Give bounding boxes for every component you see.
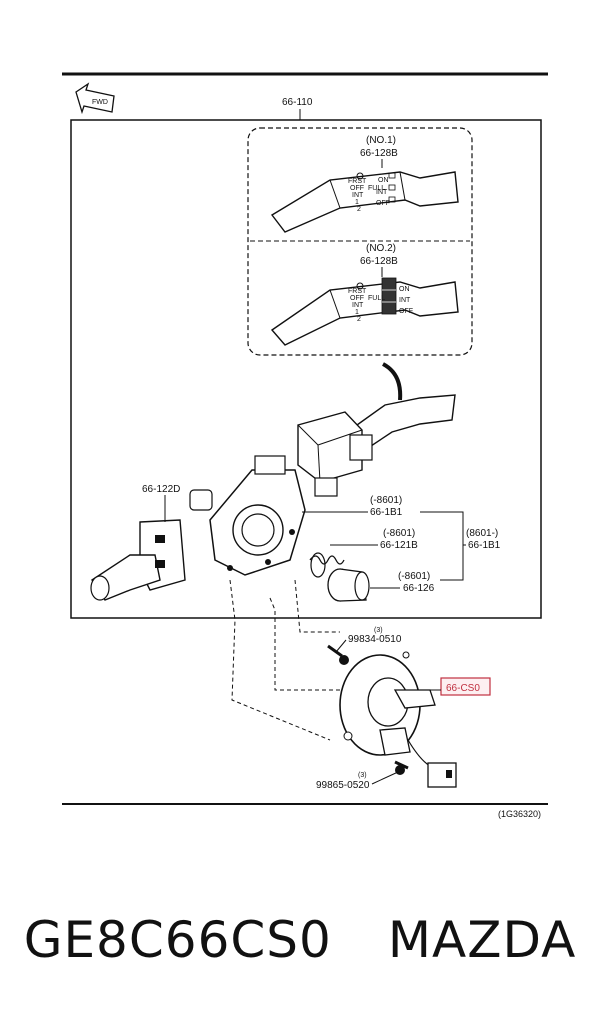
caption: GE8C66CS0 MAZDA bbox=[0, 905, 600, 975]
screw2-part: 99865-0520 bbox=[316, 780, 370, 791]
screw1-qty: (3) bbox=[374, 627, 383, 634]
screw1-icon bbox=[327, 644, 349, 665]
fwd-arrow-icon: FWD bbox=[75, 82, 115, 115]
bush-part: 66-126 bbox=[403, 583, 435, 594]
assembly-box bbox=[70, 119, 542, 619]
svg-text:FULL: FULL bbox=[368, 295, 385, 302]
svg-text:INT: INT bbox=[376, 189, 388, 196]
svg-text:OFF: OFF bbox=[376, 200, 390, 207]
alt-range: (8601-) bbox=[466, 528, 498, 539]
spring bbox=[309, 552, 345, 578]
svg-text:ON: ON bbox=[399, 286, 410, 293]
variant-box bbox=[247, 127, 473, 356]
screw2-qty: (3) bbox=[358, 772, 367, 779]
variant2-part: 66-128B bbox=[360, 256, 398, 267]
wiper-switch bbox=[297, 394, 456, 497]
part-number: GE8C66CS0 bbox=[23, 911, 332, 969]
clockspring-label: 66-CS0 bbox=[446, 683, 480, 694]
svg-text:INT: INT bbox=[352, 192, 364, 199]
clock-spring bbox=[339, 651, 457, 788]
svg-text:FRST: FRST bbox=[348, 288, 367, 295]
svg-text:1: 1 bbox=[355, 199, 359, 206]
alt-part: 66-1B1 bbox=[468, 540, 501, 551]
bush bbox=[327, 568, 370, 602]
svg-text:OFF: OFF bbox=[399, 308, 413, 315]
svg-text:FULL: FULL bbox=[368, 185, 385, 192]
variant1-no: (NO.1) bbox=[366, 135, 396, 146]
variant1-part: 66-128B bbox=[360, 148, 398, 159]
screw1-part: 99834-0510 bbox=[348, 634, 402, 645]
svg-text:2: 2 bbox=[357, 316, 361, 323]
parts-diagram: FWD 66-110 (NO.1) 66-128B FRST OFF FULL … bbox=[62, 72, 548, 819]
highlight-box bbox=[440, 677, 491, 696]
svg-text:OFF: OFF bbox=[350, 185, 364, 192]
svg-text:ON: ON bbox=[378, 177, 389, 184]
screw2-icon bbox=[394, 760, 409, 775]
svg-text:2: 2 bbox=[357, 206, 361, 213]
fwd-label: FWD bbox=[92, 99, 108, 106]
body-range: (-8601) bbox=[370, 495, 402, 506]
switch-body bbox=[189, 455, 306, 576]
lever-variant1: FRST OFF FULL INT 1 2 ON INT OFF bbox=[270, 171, 459, 233]
spring-part: 66-121B bbox=[380, 540, 418, 551]
spring-range: (-8601) bbox=[383, 528, 415, 539]
variant2-no: (NO.2) bbox=[366, 243, 396, 254]
body-part: 66-1B1 bbox=[370, 507, 403, 518]
svg-text:1: 1 bbox=[355, 309, 359, 316]
turn-signal-switch bbox=[90, 519, 186, 601]
lever-variant2: FRST OFF FULL INT 1 2 ON INT OFF bbox=[270, 277, 459, 346]
svg-text:INT: INT bbox=[352, 302, 364, 309]
figure-code: (1G36320) bbox=[498, 809, 541, 819]
assembly-label: 66-110 bbox=[282, 97, 313, 108]
svg-text:INT: INT bbox=[399, 297, 411, 304]
svg-text:OFF: OFF bbox=[350, 295, 364, 302]
bush-range: (-8601) bbox=[398, 571, 430, 582]
svg-text:FRST: FRST bbox=[348, 178, 367, 185]
left-switch-label: 66-122D bbox=[142, 484, 180, 495]
brand-name: MAZDA bbox=[387, 911, 577, 969]
